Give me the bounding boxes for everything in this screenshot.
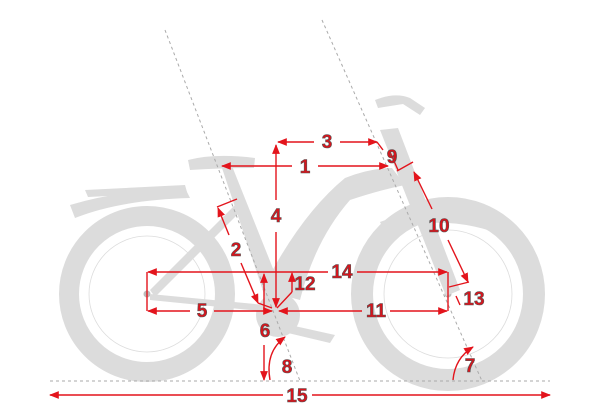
- label-12: 12: [294, 274, 315, 295]
- label-5: 5: [197, 301, 208, 322]
- motor: [256, 293, 300, 337]
- front-fender: [380, 210, 520, 240]
- label-9: 9: [387, 147, 398, 168]
- label-3: 3: [322, 132, 333, 153]
- rear-fender: [70, 188, 190, 218]
- label-10: 10: [428, 216, 449, 237]
- front-wheel: [351, 197, 545, 391]
- seatstay: [150, 200, 246, 297]
- label-13: 13: [463, 289, 484, 310]
- label-15: 15: [286, 386, 308, 407]
- saddle: [188, 155, 255, 170]
- label-7: 7: [465, 356, 476, 377]
- dimension-lines: [49, 138, 551, 399]
- rear-wheel: [59, 206, 235, 382]
- label-2: 2: [231, 240, 242, 261]
- handlebar: [375, 95, 425, 115]
- bike-silhouette: [59, 95, 545, 391]
- crank: [288, 325, 335, 343]
- label-14: 14: [331, 262, 353, 283]
- label-1: 1: [300, 157, 311, 178]
- label-8: 8: [282, 357, 293, 378]
- label-6: 6: [260, 321, 271, 342]
- chainstay-shape: [150, 294, 270, 312]
- rear-rack: [85, 185, 187, 197]
- seat-axis-line: [164, 29, 301, 382]
- down-tube-battery: [262, 168, 405, 300]
- label-4: 4: [271, 206, 282, 227]
- label-11: 11: [366, 301, 387, 322]
